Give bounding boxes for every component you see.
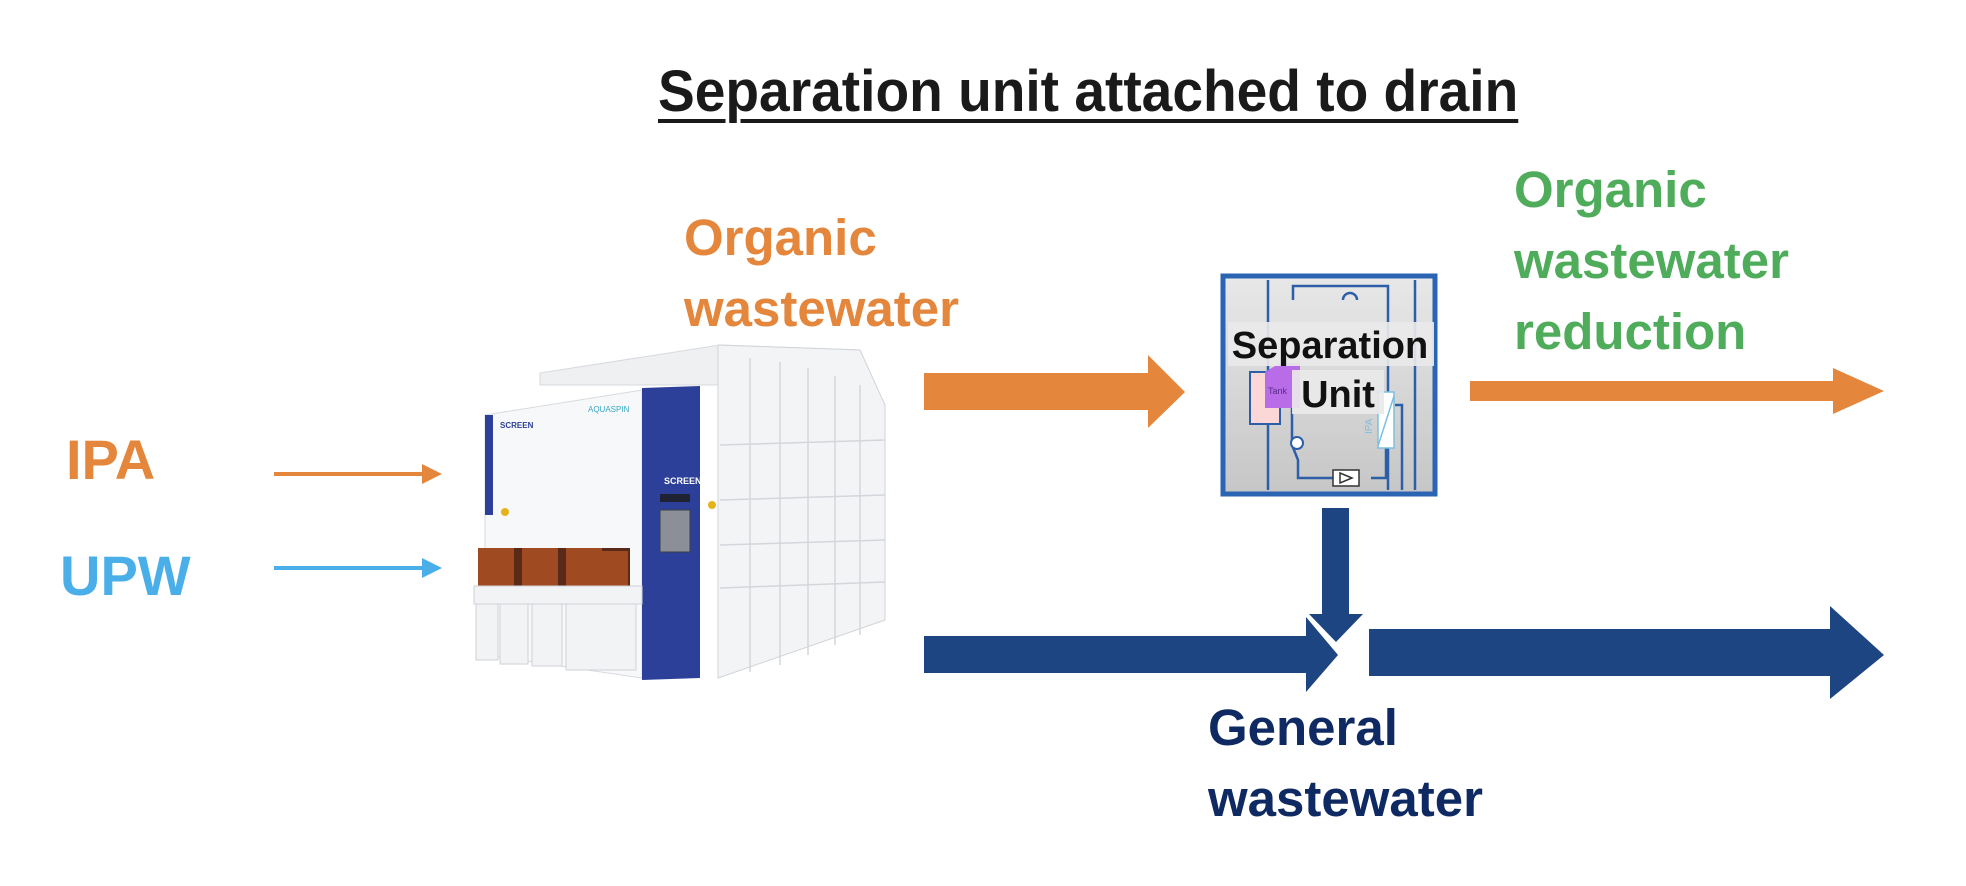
tank-label: Tank	[1268, 386, 1288, 396]
general-wastewater-label-line1: General	[1208, 699, 1398, 756]
equipment-brand-text: SCREEN	[664, 476, 702, 486]
organic-wastewater-label-line2: wastewater	[684, 280, 959, 337]
general-wastewater-label: General wastewater	[1208, 702, 1483, 844]
separation-unit-label-line2: Unit	[1301, 374, 1375, 416]
organic-reduction-label: Organic wastewater reduction	[1514, 164, 1789, 377]
organic-reduction-label-line3: reduction	[1514, 303, 1747, 360]
upw-label: UPW	[60, 544, 191, 607]
ipa-label: IPA	[66, 428, 156, 491]
separation-unit: Tank IPA Separation Unit	[1220, 273, 1438, 497]
organic-reduction-label-line2: wastewater	[1514, 232, 1789, 289]
ipa-arrow	[274, 464, 442, 484]
equipment-product-text: AQUASPIN	[588, 405, 630, 414]
diagram-title: Separation unit attached to drain	[658, 59, 1519, 124]
general-wastewater-inflow-arrow	[924, 617, 1338, 692]
general-wastewater-outflow-arrow	[1369, 606, 1884, 699]
general-wastewater-label-line2: wastewater	[1208, 770, 1483, 827]
equipment-brand-text-left: SCREEN	[500, 421, 534, 430]
organic-reduction-label-line1: Organic	[1514, 161, 1707, 218]
separation-unit-label-line1: Separation	[1232, 325, 1428, 367]
upw-arrow	[274, 558, 442, 578]
membrane-side-label: IPA	[1364, 418, 1375, 434]
organic-wastewater-label: Organic wastewater	[684, 212, 959, 354]
organic-wastewater-label-line1: Organic	[684, 209, 877, 266]
organic-wastewater-arrow	[924, 355, 1185, 428]
wafer-processing-equipment-image: SCREEN SCREEN AQUASPIN	[473, 344, 886, 680]
separation-unit-drain-arrow	[1309, 508, 1363, 642]
organic-reduction-arrow	[1470, 368, 1884, 414]
